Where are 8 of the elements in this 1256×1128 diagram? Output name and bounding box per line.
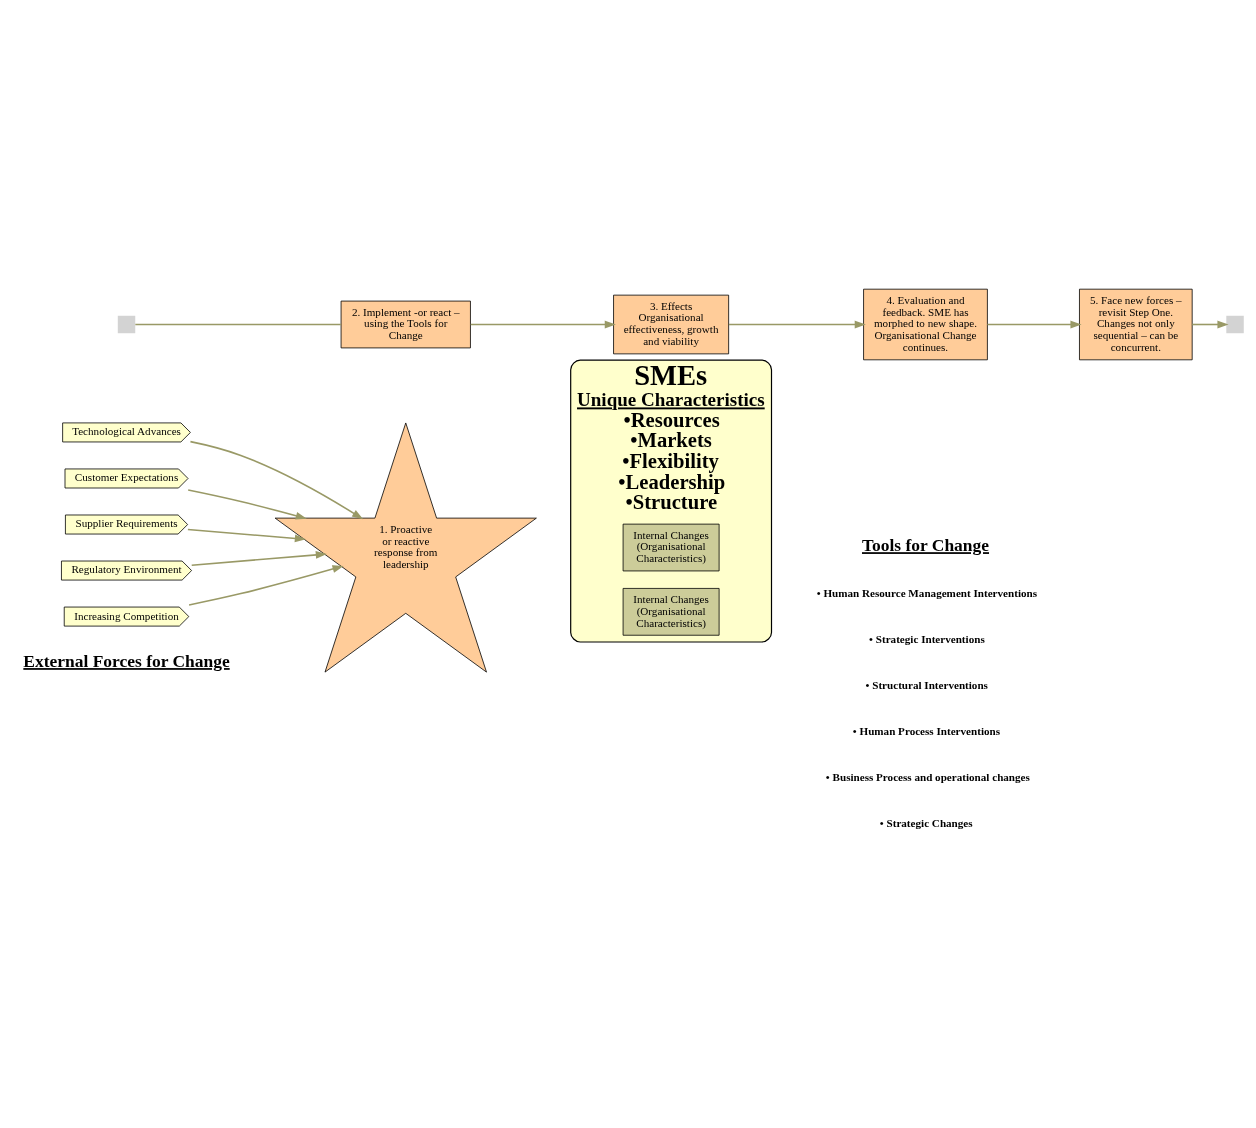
label: External Forces for Change — [23, 651, 230, 672]
label: Tools for Change — [861, 535, 990, 556]
label: • Structural Interventions — [865, 678, 988, 691]
label: • Strategic Interventions — [869, 632, 985, 645]
label: • Business Process and operational changes — [825, 770, 1030, 783]
label: • Human Process Interventions — [852, 724, 1001, 737]
label: • Strategic Changes — [879, 816, 973, 829]
label: • Human Resource Management Interventions — [816, 586, 1038, 599]
